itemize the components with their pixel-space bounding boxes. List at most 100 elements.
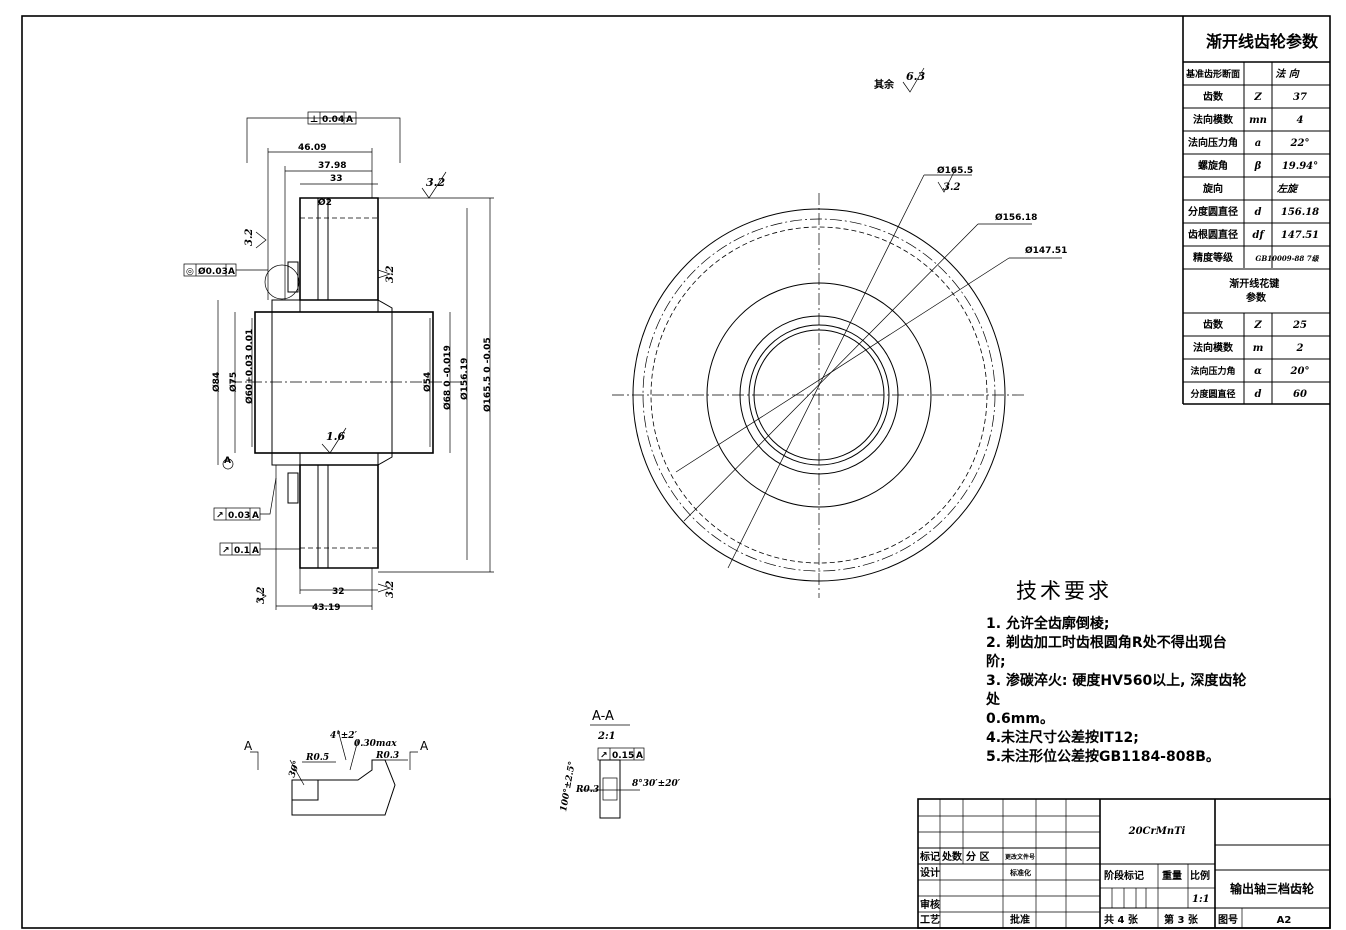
tol-3-frame: ↗ 0.03 A bbox=[213, 477, 277, 521]
dia-dim-3: Ø60+0.03 0.01 bbox=[244, 329, 255, 404]
param-value: 法 向 bbox=[1275, 68, 1299, 80]
sheet-border bbox=[21, 15, 1331, 929]
tb-review-label: 审核 bbox=[920, 898, 940, 911]
title-block: 标记 处数 分 区 更改文件号 设计 标准化 审核 工艺 批准 20CrMnTi… bbox=[917, 798, 1331, 929]
param-symbol: a bbox=[1255, 138, 1261, 149]
front-view: Ø165.5 Ø156.18 Ø147.51 3.2 bbox=[612, 165, 1067, 598]
tol-3-datum: A bbox=[252, 511, 259, 521]
tol-4-frame: ↗ 0.1 A bbox=[219, 542, 300, 556]
param-name: 法向压力角 bbox=[1188, 136, 1238, 149]
detail-right: A-A 2:1 ↗ 0.15 A 100°±2.5° R0.3 8°30′±20… bbox=[559, 709, 681, 819]
tb-sheet-no: 第 3 张 bbox=[1164, 913, 1199, 926]
cut-label-left: A bbox=[244, 739, 253, 753]
dim-bottom-2: 43.19 bbox=[312, 603, 340, 613]
roughness-symbol bbox=[902, 67, 925, 93]
detail-right-1: 100°±2.5° bbox=[559, 761, 578, 813]
param-name: 齿数 bbox=[1203, 90, 1224, 103]
rough-4: 1.6 bbox=[326, 430, 345, 443]
param-value: GB10009-88 7级 bbox=[1255, 254, 1319, 263]
spline-value: 20° bbox=[1290, 366, 1310, 377]
tol-1-datum: A bbox=[346, 115, 353, 125]
requirement-line: 5.未注形位公差按GB1184-808B。 bbox=[986, 749, 1220, 765]
section-scale: 2:1 bbox=[597, 731, 616, 742]
dim-top-3: 33 bbox=[330, 174, 343, 184]
param-name: 法向模数 bbox=[1193, 113, 1234, 126]
tb-mark-label: 标记 bbox=[919, 850, 940, 863]
rough-2: 3.2 bbox=[244, 229, 255, 246]
roughness-note-label: 其余 bbox=[874, 78, 895, 91]
spline-name: 法向模数 bbox=[1193, 341, 1234, 354]
tol-2-symbol: ◎ bbox=[186, 267, 194, 277]
spline-name: 分度圆直径 bbox=[1190, 388, 1235, 400]
dia-dim-2: Ø75 bbox=[228, 372, 239, 392]
cut-label-right: A bbox=[420, 739, 429, 753]
spline-value: 60 bbox=[1293, 389, 1307, 400]
rough-1: 3.2 bbox=[426, 176, 445, 189]
tb-design-label: 设计 bbox=[920, 866, 940, 879]
detail-left-2: 0.30max bbox=[354, 739, 397, 749]
section-label: A-A bbox=[592, 709, 614, 724]
spline-value: 2 bbox=[1296, 343, 1304, 354]
tol-2-value: Ø0.03 bbox=[198, 266, 228, 277]
spline-title-text: 渐开线花键 bbox=[1229, 277, 1280, 290]
spline-symbol: α bbox=[1254, 366, 1262, 377]
tb-material: 20CrMnTi bbox=[1128, 826, 1186, 837]
param-name: 基准齿形断面 bbox=[1185, 68, 1240, 80]
front-dim-3: Ø147.51 bbox=[1025, 245, 1067, 256]
dia-dim-1: Ø84 bbox=[211, 372, 222, 392]
param-name: 精度等级 bbox=[1193, 251, 1234, 264]
dim-top-4: Ø2 bbox=[318, 197, 332, 208]
spline-name: 齿数 bbox=[1203, 318, 1224, 331]
tb-part-name: 输出轴三档齿轮 bbox=[1230, 881, 1315, 896]
tb-doc-label: 更改文件号 bbox=[1005, 853, 1035, 861]
detail-left-5: 30° bbox=[287, 760, 302, 779]
tb-scale-label: 比例 bbox=[1190, 869, 1210, 882]
tol-3-symbol: ↗ bbox=[216, 511, 224, 521]
requirements-title: 技术要求 bbox=[1016, 579, 1112, 603]
param-name: 分度圆直径 bbox=[1188, 205, 1238, 218]
roughness-note-value: 6.3 bbox=[906, 70, 925, 83]
rough-6: 3.2 bbox=[385, 581, 396, 598]
detail-left: 4°±2′ 0.30max R0.5 R0.3 30° A A bbox=[244, 729, 429, 816]
requirement-line: 4.未注尺寸公差按IT12; bbox=[986, 730, 1139, 746]
tol-4-symbol: ↗ bbox=[222, 546, 230, 556]
detail-left-1: 4°±2′ bbox=[330, 731, 358, 741]
section-view: 46.09 37.98 33 Ø2 ⊥ 0.04 A ◎ Ø0.03 A ↗ 0… bbox=[183, 111, 494, 613]
param-name: 齿根圆直径 bbox=[1188, 228, 1238, 241]
front-roughness: 3.2 bbox=[943, 182, 960, 193]
spline-symbol: Z bbox=[1253, 320, 1262, 331]
dim-bottom-1: 32 bbox=[332, 587, 345, 597]
param-symbol: mn bbox=[1249, 115, 1267, 126]
tb-process-label: 工艺 bbox=[920, 913, 940, 926]
requirement-line: 1. 允许全齿廓倒棱; bbox=[986, 616, 1110, 632]
param-value: 4 bbox=[1297, 115, 1304, 126]
param-value: 147.51 bbox=[1281, 230, 1319, 241]
spline-symbol: d bbox=[1255, 389, 1262, 400]
tol-4-datum: A bbox=[252, 546, 259, 556]
tol-1-symbol: ⊥ bbox=[310, 115, 318, 125]
dia-dim-6: Ø156.19 bbox=[459, 358, 470, 400]
spline-title-text: 参数 bbox=[1246, 291, 1267, 304]
tol-1-value: 0.04 bbox=[322, 115, 344, 125]
param-symbol: Z bbox=[1253, 92, 1262, 103]
tb-stage-label: 阶段标记 bbox=[1104, 869, 1144, 882]
dia-dim-4: Ø54 bbox=[422, 372, 433, 392]
tol-2-frame: ◎ Ø0.03 A bbox=[183, 263, 268, 277]
tol-4-value: 0.1 bbox=[234, 546, 250, 556]
param-value: 19.94° bbox=[1282, 161, 1318, 172]
tb-paper: A2 bbox=[1277, 915, 1292, 926]
detail-left-4: R0.3 bbox=[375, 751, 399, 761]
front-dim-2: Ø156.18 bbox=[995, 212, 1037, 223]
spline-value: 25 bbox=[1292, 320, 1307, 331]
spline-table-title: 渐开线花键 参数 bbox=[1229, 277, 1282, 304]
tb-weight-label: 重量 bbox=[1162, 869, 1182, 882]
spline-name: 法向压力角 bbox=[1190, 365, 1235, 377]
param-value: 左旋 bbox=[1277, 183, 1299, 195]
requirement-line: 0.6mm。 bbox=[986, 711, 1054, 727]
tol-3-value: 0.03 bbox=[228, 511, 250, 521]
requirement-line: 阶; bbox=[986, 654, 1006, 670]
spline-symbol: m bbox=[1253, 343, 1264, 354]
